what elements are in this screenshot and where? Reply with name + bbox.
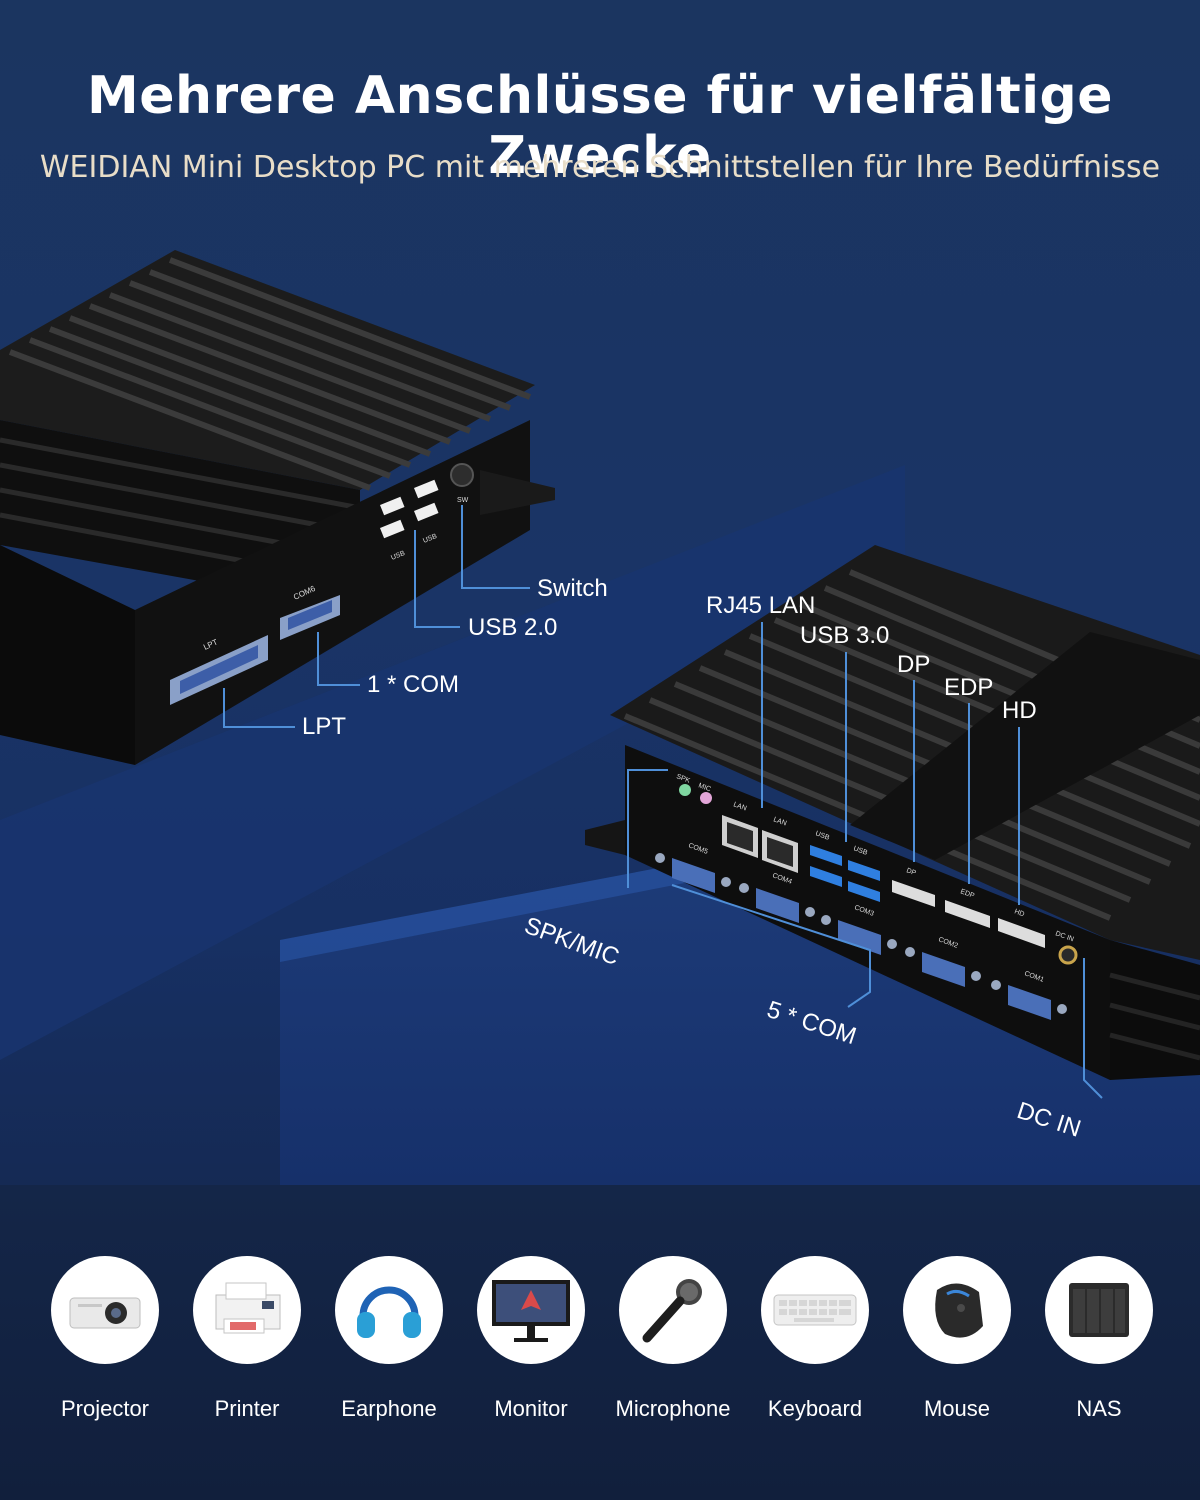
callout-edp: EDP bbox=[944, 674, 994, 701]
device-earphone-circle bbox=[335, 1256, 443, 1364]
left-pc-heatsink-fins bbox=[8, 257, 532, 491]
device-projector-circle bbox=[51, 1256, 159, 1364]
device-microphone-circle bbox=[619, 1256, 727, 1364]
mic-jack bbox=[700, 792, 712, 804]
headphones-icon bbox=[357, 1286, 421, 1338]
lpt-port bbox=[170, 635, 268, 705]
printer-icon bbox=[215, 1282, 281, 1334]
device-printer: Printer bbox=[192, 1256, 302, 1421]
device-printer-label: Printer bbox=[214, 1396, 280, 1421]
device-earphone: Earphone bbox=[334, 1256, 444, 1421]
device-nas-label: NAS bbox=[1076, 1396, 1122, 1421]
dc-in-jack bbox=[1058, 945, 1078, 965]
callout-rj45: RJ45 LAN bbox=[706, 592, 816, 619]
silk-spk: SPK bbox=[675, 773, 691, 784]
device-monitor: Monitor bbox=[476, 1256, 586, 1421]
usb2-ports bbox=[380, 479, 439, 539]
callout-lines-left bbox=[223, 505, 530, 728]
dp-port bbox=[892, 880, 935, 907]
edp-port bbox=[945, 900, 990, 928]
silk-mic: MIC bbox=[697, 782, 711, 793]
device-monitor-circle bbox=[477, 1256, 585, 1364]
callout-usb3: USB 3.0 bbox=[800, 622, 890, 649]
device-projector-label: Projector bbox=[60, 1396, 150, 1421]
silk-sw: SW bbox=[457, 497, 469, 504]
callout-lpt: LPT bbox=[302, 713, 347, 740]
silk-lan-a: LAN bbox=[732, 801, 747, 812]
device-microphone-label: Microphone bbox=[615, 1396, 731, 1421]
compatible-devices-panel bbox=[0, 1185, 1200, 1500]
device-microphone: Microphone bbox=[616, 1256, 730, 1421]
rj45-ports bbox=[722, 815, 798, 873]
silk-lan-b: LAN bbox=[772, 816, 787, 827]
silk-dp: DP bbox=[905, 867, 917, 877]
hd-port bbox=[998, 918, 1045, 948]
silk-usb3-a: USB bbox=[814, 830, 830, 842]
silk-edp: EDP bbox=[959, 888, 975, 900]
com6-port bbox=[280, 595, 340, 640]
page-title: Mehrere Anschlüsse für vielfältige Zweck… bbox=[86, 66, 1114, 186]
device-mouse-circle bbox=[903, 1256, 1011, 1364]
silk-hd: HD bbox=[1013, 908, 1025, 918]
callout-lines-right bbox=[627, 622, 1103, 1099]
monitor-icon bbox=[492, 1280, 570, 1342]
power-switch bbox=[450, 463, 474, 487]
speaker-jack bbox=[679, 784, 691, 796]
silk-usb3-b: USB bbox=[852, 845, 868, 857]
keyboard-icon bbox=[773, 1294, 857, 1326]
device-nas: NAS bbox=[1044, 1256, 1154, 1421]
mini-pc-right: SPK MIC LAN LAN USB USB DP EDP HD DC IN bbox=[585, 545, 1200, 1080]
device-keyboard-circle bbox=[761, 1256, 869, 1364]
mouse-icon bbox=[935, 1283, 983, 1338]
stage-slab-back bbox=[0, 465, 905, 1060]
device-mouse-label: Mouse bbox=[923, 1396, 991, 1421]
projector-icon bbox=[69, 1297, 141, 1329]
device-keyboard: Keyboard bbox=[760, 1256, 870, 1421]
nas-icon bbox=[1069, 1283, 1129, 1337]
mini-pc-left: LPT COM6 USB USB SW bbox=[0, 250, 555, 765]
stage-slab-edge bbox=[280, 860, 700, 962]
device-projector: Projector bbox=[50, 1256, 160, 1421]
page-subtitle: WEIDIAN Mini Desktop PC mit mehreren Sch… bbox=[39, 150, 1161, 185]
device-mouse: Mouse bbox=[902, 1256, 1012, 1421]
device-monitor-label: Monitor bbox=[494, 1396, 568, 1421]
product-scene: LPT COM6 USB USB SW bbox=[0, 250, 1200, 1190]
callout-usb2: USB 2.0 bbox=[468, 614, 558, 641]
callout-hd: HD bbox=[1002, 697, 1037, 724]
device-printer-circle bbox=[193, 1256, 301, 1364]
callout-dp: DP bbox=[897, 651, 931, 678]
usb3-ports bbox=[810, 845, 880, 902]
device-earphone-label: Earphone bbox=[341, 1396, 437, 1421]
device-nas-circle bbox=[1045, 1256, 1153, 1364]
microphone-icon bbox=[642, 1279, 702, 1343]
callout-switch: Switch bbox=[537, 575, 608, 602]
com-ports-5 bbox=[655, 853, 1067, 1020]
callout-com1: 1 * COM bbox=[367, 671, 460, 698]
device-keyboard-label: Keyboard bbox=[767, 1396, 863, 1421]
